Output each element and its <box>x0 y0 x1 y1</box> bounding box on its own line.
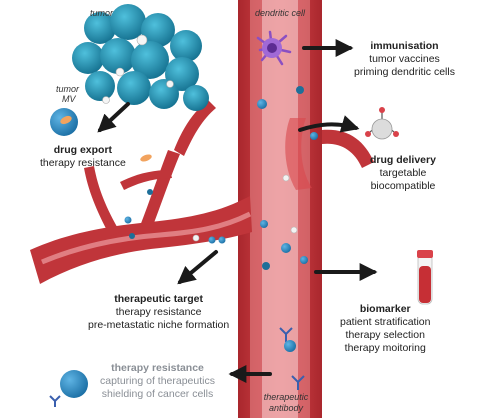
therapeutic-target-line-2: pre-metastatic niche formation <box>88 319 230 331</box>
therapeutic-target-label: therapeutic target therapy resistance pr… <box>88 293 229 332</box>
biomarker-line-3: therapy moitoring <box>344 342 426 354</box>
capturing-vesicle <box>49 370 88 407</box>
immunisation-line-2: priming dendritic cells <box>354 66 455 78</box>
arrow-drug-delivery <box>298 115 360 133</box>
branch-vessels <box>30 100 374 284</box>
drug-export-line-1: therapy resistance <box>40 157 126 169</box>
drug-delivery-label: drug delivery targetable biocompatible <box>370 154 436 193</box>
drug-export-title: drug export <box>53 144 113 156</box>
arrow-therapeutic-target <box>177 250 218 285</box>
immunisation-title: immunisation <box>370 40 439 52</box>
therapeutic-target-title: therapeutic target <box>114 293 203 305</box>
therapy-resistance-title: therapy resistance <box>111 362 204 374</box>
dendritic-cell <box>256 30 292 66</box>
immunisation-line-1: tumor vaccines <box>369 53 440 65</box>
drug-delivery-line-1: targetable <box>379 167 427 179</box>
targeted-vesicle <box>365 107 399 140</box>
therapy-resistance-line-1: capturing of therapeutics <box>100 375 215 387</box>
therapy-resistance-label: therapy resistance capturing of therapeu… <box>100 362 215 401</box>
drug-export-label: drug export therapy resistance <box>40 144 126 170</box>
biomarker-line-2: therapy selection <box>345 329 425 341</box>
biomarker-label: biomarker patient stratification therapy… <box>340 303 430 355</box>
main-blood-vessel <box>238 0 322 418</box>
tumor-mv-tag-2: MV <box>62 94 76 104</box>
antibodies <box>279 327 305 390</box>
drug-delivery-line-2: biocompatible <box>370 180 436 192</box>
tumor-mv-tag-1: tumor <box>56 84 80 94</box>
vesicles-in-vessels <box>124 86 318 270</box>
dendritic-cell-tag: dendritic cell <box>255 8 306 18</box>
arrow-drug-export <box>97 102 130 133</box>
immunisation-label: immunisation tumor vaccines priming dend… <box>354 40 455 79</box>
therapy-resistance-line-2: shielding of cancer cells <box>101 388 214 400</box>
therapeutic-target-line-1: therapy resistance <box>115 306 202 318</box>
tumor-mv-vesicle <box>50 108 152 162</box>
drug-delivery-title: drug delivery <box>370 154 436 166</box>
tumor-tag: tumor <box>90 8 114 18</box>
tumor-mass <box>72 4 209 111</box>
arrows <box>97 39 378 383</box>
therapeutic-antibody-tag-2: antibody <box>269 403 304 413</box>
blood-sample-tube <box>417 250 433 305</box>
therapeutic-antibody-tag-1: therapeutic <box>264 392 309 402</box>
biomarker-line-1: patient stratification <box>340 316 431 328</box>
biomarker-title: biomarker <box>359 303 411 315</box>
